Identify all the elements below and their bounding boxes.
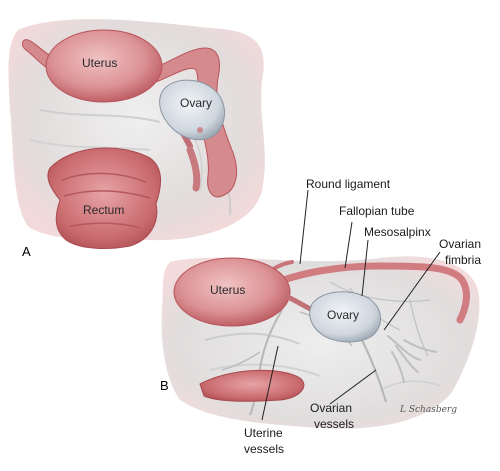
panel-a-fold xyxy=(39,109,161,123)
panel-b-fallopian-tube xyxy=(264,262,470,324)
panel-a-ovary xyxy=(159,79,225,141)
panel-a-ovary-follicle xyxy=(197,127,203,133)
ovarian-fimbria-label-line2: fimbria xyxy=(445,253,481,267)
ovarian-fimbria-label-line1: Ovarian xyxy=(439,237,481,251)
panel-b-uterus xyxy=(173,257,291,327)
panel-b-fold xyxy=(209,363,321,377)
panel-b-fimbria xyxy=(387,335,437,383)
leader-fallopian-tube xyxy=(344,221,353,269)
panel-a-illustration xyxy=(8,19,265,249)
panel-a-rectum-fold xyxy=(61,172,147,183)
panel-b-fold xyxy=(204,332,301,345)
panel-a-rectum-fold xyxy=(69,222,141,229)
panel-b-vessel xyxy=(221,351,261,371)
panel-a-uterus-label: Uterus xyxy=(82,56,117,70)
panel-a-rectum-label: Rectum xyxy=(83,203,124,217)
leader-ovarian-vessels xyxy=(329,369,377,405)
panel-a-ovary-label: Ovary xyxy=(180,96,212,110)
leader-ovarian-fimbria xyxy=(383,251,441,331)
panel-b-vessel xyxy=(329,281,431,302)
ovarian-vessels-label-line1: Ovarian xyxy=(310,401,352,415)
uterine-vessels-label-line2: vessels xyxy=(244,442,284,456)
panel-b-fold xyxy=(379,380,441,391)
leader-round-ligament xyxy=(299,189,309,265)
panel-b-ovary xyxy=(309,291,381,343)
panel-b-ovary-label: Ovary xyxy=(327,308,359,322)
leader-uterine-vessels xyxy=(261,345,279,421)
panel-b-rectum xyxy=(199,369,305,402)
leader-mesosalpinx xyxy=(361,239,369,297)
uterine-vessels-label-line1: Uterine xyxy=(244,426,283,440)
panel-a-rectum-fold xyxy=(63,190,151,199)
panel-a-fimbria xyxy=(186,146,201,192)
panel-b-leader-lines xyxy=(261,189,441,421)
mesosalpinx-label: Mesosalpinx xyxy=(364,225,431,239)
panel-b-illustration xyxy=(161,256,480,429)
panel-b-letter: B xyxy=(160,378,169,393)
panel-a-rectum xyxy=(47,147,161,249)
panel-b-uterus-label: Uterus xyxy=(210,283,245,297)
artist-signature: L Schasberg xyxy=(399,405,457,415)
fallopian-tube-label: Fallopian tube xyxy=(339,204,415,218)
panel-a-letter: A xyxy=(22,244,31,259)
round-ligament-label: Round ligament xyxy=(306,177,391,191)
panel-a-fold xyxy=(29,139,151,151)
panel-b-vessel xyxy=(409,299,429,357)
ovarian-vessels-label-line2: vessels xyxy=(314,417,354,431)
panel-a-uterus xyxy=(45,29,163,103)
panel-a-right-tube xyxy=(149,47,238,198)
